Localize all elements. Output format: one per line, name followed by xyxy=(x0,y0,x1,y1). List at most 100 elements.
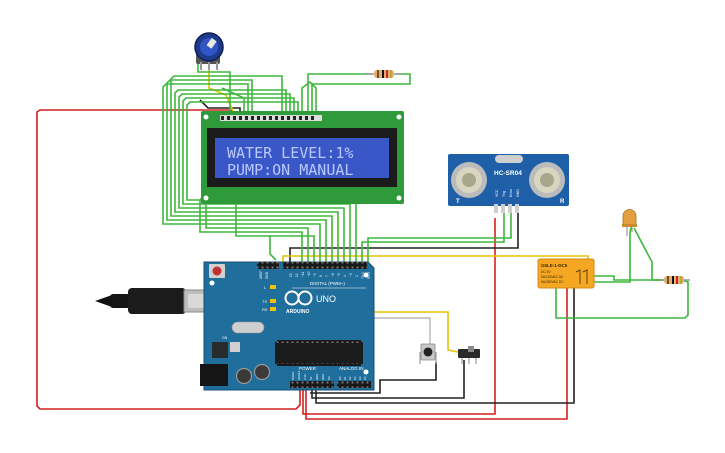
arduino-logo: ARDUINO xyxy=(284,290,313,315)
power-pin-labels: IOREF RESET 3.3V 5V GND GND Vin xyxy=(291,370,331,380)
svg-text:ARDUINO: ARDUINO xyxy=(286,309,309,315)
relay-line-1: DC 5V xyxy=(541,270,552,274)
svg-text:A1: A1 xyxy=(343,376,347,380)
svg-text:7: 7 xyxy=(325,275,329,277)
uno-label: UNO xyxy=(316,294,336,304)
wire-green-res2[interactable] xyxy=(311,73,411,118)
wire-black-relay-gnd[interactable] xyxy=(315,288,575,404)
svg-text:RX 0: RX 0 xyxy=(367,272,371,279)
sensor-r-label: R xyxy=(560,199,565,205)
led-rx-label: RX xyxy=(262,307,268,312)
analog-pin-labels: A0 A1 A2 A3 A4 A5 xyxy=(338,376,367,380)
svg-text:~9: ~9 xyxy=(313,273,317,277)
relay-line-3: 5A/250VAC DC xyxy=(541,280,564,284)
wire-green-led-res[interactable] xyxy=(633,227,664,281)
lcd-line-1: WATER LEVEL:1% xyxy=(227,144,353,162)
wire-green-relay-right[interactable] xyxy=(594,275,664,281)
sensor-pin-vcc: VCC xyxy=(495,189,499,197)
wire-red-relay[interactable] xyxy=(305,288,568,420)
relay-line-2: 5A/125VAC AC xyxy=(541,275,564,279)
wire-green-sensor-trig[interactable] xyxy=(361,210,505,262)
sensor-model-label: HC-SR04 xyxy=(494,170,522,177)
lcd-line-2: PUMP:ON MANUAL xyxy=(227,161,353,179)
ultrasonic-sensor[interactable]: HC-SR04 T R VCC Trig Echo GND xyxy=(448,154,569,213)
led-on-label: ON xyxy=(222,336,228,340)
wire-red-main-loop[interactable] xyxy=(36,109,301,410)
analog-header xyxy=(337,381,371,388)
digital-pin-labels: 13 12 ~11 ~10 ~9 8 7 ~6 ~5 4 ~3 2 TX 1 R… xyxy=(259,270,371,279)
led-tx-label: TX xyxy=(262,299,267,304)
svg-text:4: 4 xyxy=(343,275,347,277)
wire-green-pot[interactable] xyxy=(197,64,231,118)
svg-text:GND: GND xyxy=(315,374,319,380)
svg-text:AREF: AREF xyxy=(259,270,263,279)
svg-text:3.3V: 3.3V xyxy=(303,374,307,380)
svg-text:A0: A0 xyxy=(338,376,342,380)
svg-text:13: 13 xyxy=(289,273,293,277)
wire-green-left-c[interactable] xyxy=(235,194,315,262)
push-button[interactable] xyxy=(419,343,437,364)
sensor-pin-trig: Trig xyxy=(502,191,506,197)
svg-text:A2: A2 xyxy=(348,376,352,380)
wire-black-button[interactable] xyxy=(310,362,437,394)
resistor-led[interactable] xyxy=(660,276,690,284)
lcd-pin-header xyxy=(221,116,314,120)
wire-red-sensor-vcc[interactable] xyxy=(302,218,496,415)
relay-title: G5LE-1-DC5 xyxy=(541,263,568,268)
sensor-pin-echo: Echo xyxy=(509,189,513,197)
digital-label: DIGITAL (PWM~) xyxy=(310,281,345,286)
svg-text:~6: ~6 xyxy=(331,273,335,277)
power-label: POWER xyxy=(299,366,317,371)
svg-text:12: 12 xyxy=(295,273,299,277)
wire-black-sensor-gnd[interactable] xyxy=(289,210,519,262)
svg-text:A4: A4 xyxy=(358,376,362,380)
usb-cable xyxy=(95,288,211,314)
reset-button[interactable] xyxy=(212,266,222,276)
svg-text:GND: GND xyxy=(265,271,269,279)
wire-green-2[interactable] xyxy=(162,83,321,262)
wire-green-5[interactable] xyxy=(174,89,339,262)
wire-green-sensor-echo[interactable] xyxy=(367,210,512,262)
svg-text:TX 1: TX 1 xyxy=(361,272,365,279)
power-header xyxy=(290,381,334,388)
atmega-chip xyxy=(275,342,363,364)
svg-text:~5: ~5 xyxy=(337,273,341,277)
svg-text:2: 2 xyxy=(355,275,359,277)
led[interactable] xyxy=(622,209,637,237)
slide-switch[interactable] xyxy=(458,346,480,364)
power-jack xyxy=(200,364,228,386)
lcd-module[interactable]: WATER LEVEL:1% PUMP:ON MANUAL xyxy=(201,111,404,204)
resistor-lcd[interactable] xyxy=(366,70,402,78)
svg-text:~11: ~11 xyxy=(301,272,305,277)
arduino-uno-board[interactable]: 13 12 ~11 ~10 ~9 8 7 ~6 ~5 4 ~3 2 TX 1 R… xyxy=(200,261,375,391)
digital-header xyxy=(283,262,367,269)
wire-green-6[interactable] xyxy=(178,93,345,262)
svg-text:~3: ~3 xyxy=(349,273,353,277)
svg-text:A5: A5 xyxy=(363,376,367,380)
svg-text:~10: ~10 xyxy=(307,271,311,277)
wire-green-9[interactable] xyxy=(301,80,317,118)
sensor-t-label: T xyxy=(456,199,460,205)
svg-text:A3: A3 xyxy=(353,376,357,380)
svg-text:RESET: RESET xyxy=(297,370,301,380)
sensor-pin-gnd: GND xyxy=(516,189,520,197)
relay-module[interactable]: G5LE-1-DC5 DC 5V 5A/125VAC AC 5A/250VAC … xyxy=(537,258,595,289)
wire-yellow-pot[interactable] xyxy=(208,60,237,119)
svg-text:GND: GND xyxy=(321,374,325,380)
potentiometer[interactable] xyxy=(194,32,224,70)
svg-text:5V: 5V xyxy=(309,376,313,380)
wire-green-board-top[interactable] xyxy=(269,236,277,261)
wire-group-red xyxy=(36,109,568,420)
wire-green-4[interactable] xyxy=(170,75,333,262)
wire-green-relay-bottom[interactable] xyxy=(555,279,689,319)
svg-text:8: 8 xyxy=(319,275,323,277)
lcd-screen xyxy=(215,138,389,178)
wire-green-res[interactable] xyxy=(307,73,372,118)
analog-label: ANALOG IN xyxy=(339,366,364,371)
led-l-label: L xyxy=(264,285,267,290)
wire-green-relay-led[interactable] xyxy=(594,223,633,283)
svg-text:Vin: Vin xyxy=(327,376,331,380)
svg-text:IOREF: IOREF xyxy=(291,371,295,380)
wire-green-3[interactable] xyxy=(166,79,327,262)
